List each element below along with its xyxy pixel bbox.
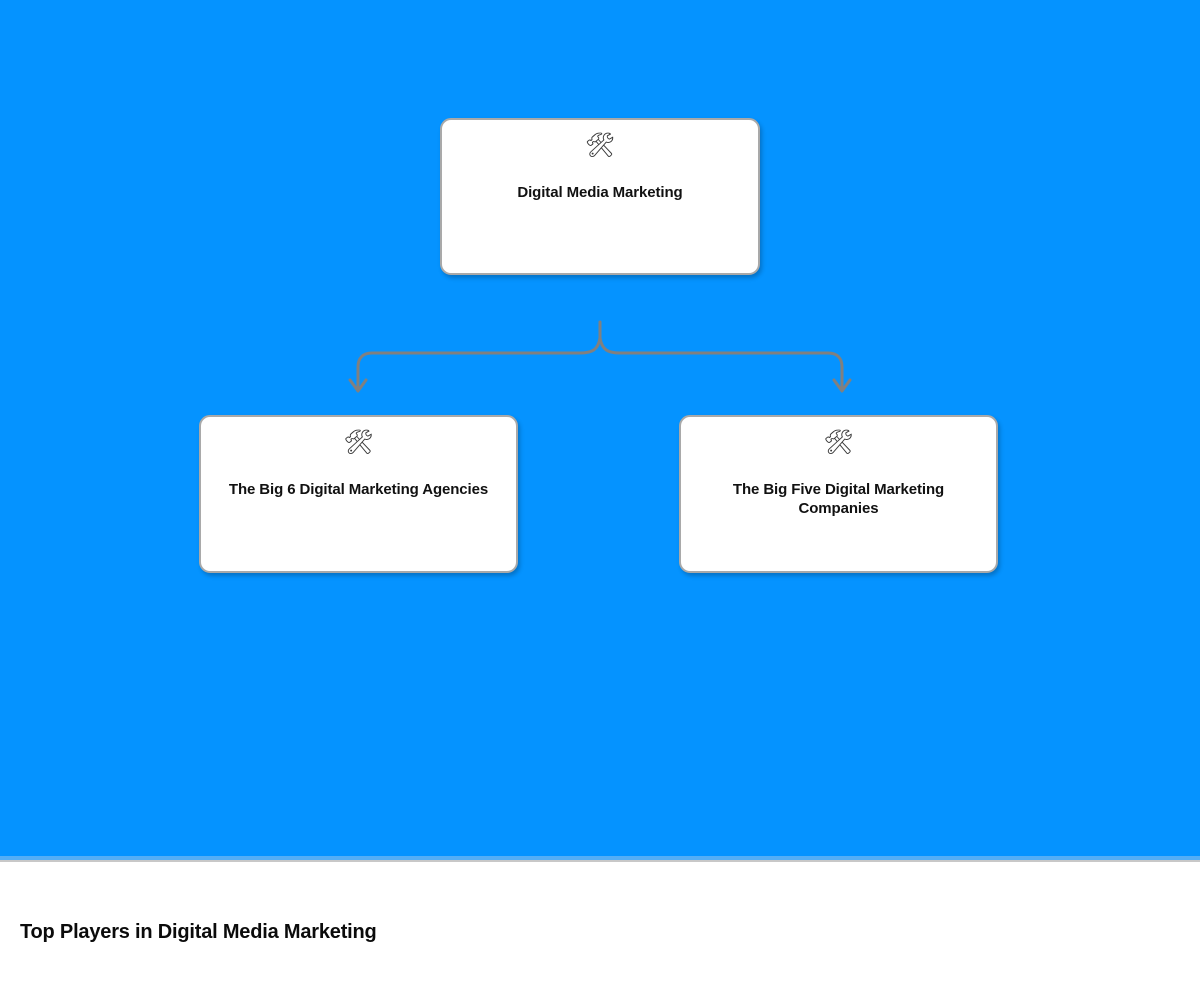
diagram-node-child-1[interactable]: 🛠 The Big Five Digital Marketing Compani… bbox=[679, 415, 998, 573]
diagram-node-child-0[interactable]: 🛠 The Big 6 Digital Marketing Agencies bbox=[199, 415, 518, 573]
diagram-node-label: Digital Media Marketing bbox=[517, 184, 683, 201]
connector-branch-right bbox=[598, 336, 844, 392]
connector-branch-left bbox=[356, 336, 602, 392]
canvas-divider bbox=[0, 860, 1200, 862]
hammer-and-wrench-icon: 🛠 bbox=[343, 429, 374, 456]
connector-arrowhead-left bbox=[348, 378, 368, 393]
hammer-and-wrench-icon: 🛠 bbox=[823, 429, 854, 456]
canvas-bottom-edge bbox=[0, 856, 1200, 860]
diagram-node-root[interactable]: 🛠 Digital Media Marketing bbox=[440, 118, 760, 275]
diagram-node-label: The Big Five Digital Marketing Companies bbox=[732, 481, 945, 517]
footer-heading: Top Players in Digital Media Marketing bbox=[20, 921, 377, 943]
diagram-canvas: 🛠 Digital Media Marketing 🛠 The Big 6 Di… bbox=[0, 0, 1200, 860]
diagram-node-label: The Big 6 Digital Marketing Agencies bbox=[228, 481, 489, 498]
footer-section: Top Players in Digital Media Marketing bbox=[0, 862, 1200, 1000]
hammer-and-wrench-icon: 🛠 bbox=[584, 132, 616, 159]
connector-arrowhead-right bbox=[832, 378, 852, 393]
